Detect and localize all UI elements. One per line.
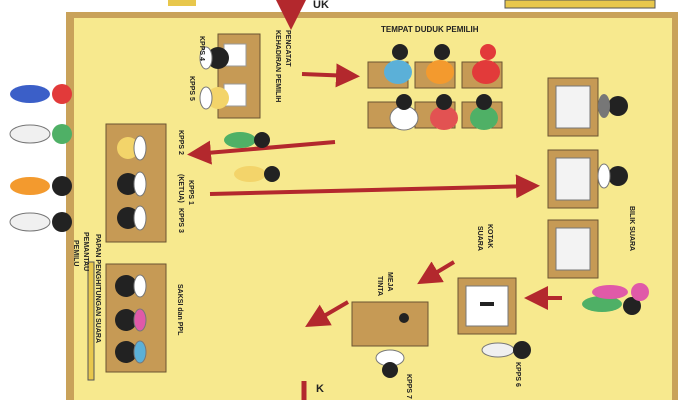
voter-seating-label: TEMPAT DUDUK PEMILIH	[381, 25, 479, 34]
kpps3-label: KPPS 3	[177, 208, 184, 233]
voting-booth-label: BILIK SUARA	[628, 206, 635, 252]
kpps2-label: KPPS 2	[177, 130, 184, 155]
arrow-to-booth	[209, 174, 540, 199]
observers-label-1: PEMANTAU	[82, 232, 89, 272]
attendance-recorder-label-1: PENCATAT	[284, 30, 291, 67]
kpps5-label: KPPS 5	[188, 76, 195, 101]
exit-label: K	[316, 383, 324, 395]
arrow-to-kpps1	[187, 140, 336, 165]
kpps1-chair-label: (KETUA)	[177, 174, 184, 203]
voting-booths	[547, 77, 628, 279]
arrow-to-ink-table	[417, 260, 456, 285]
attendance-recorder-label-2: KEHADIRAN PEMILIH	[274, 30, 281, 103]
kpps-registration-table	[105, 123, 167, 243]
ink-table-label-1: MEJA	[386, 272, 393, 292]
kpps6-label: KPPS 6	[514, 362, 521, 387]
seated-voters	[384, 44, 500, 131]
entrance-label: UK	[313, 0, 329, 11]
kpps4-label: KPPS 4	[198, 36, 205, 61]
queued-voters-kpps	[224, 132, 280, 182]
voter-at-booth-queue	[582, 283, 649, 315]
tally-board	[87, 261, 95, 381]
witness-table	[105, 263, 167, 373]
ballot-box-label-2: SUARA	[476, 226, 483, 251]
kpps7-label: KPPS 7	[405, 374, 412, 399]
witnesses-label: SAKSI dan PPL	[176, 284, 183, 336]
ink-table	[351, 301, 429, 378]
ballot-box	[457, 277, 517, 335]
tally-board-label: PAPAN PENGHITUNGAN SUARA	[94, 234, 101, 344]
arrow-to-seating	[301, 63, 360, 88]
election-observers	[9, 84, 72, 232]
observers-label-2: PEMILU	[72, 240, 79, 267]
ballot-box-label-1: KOTAK	[486, 224, 493, 249]
kpps1-label: KPPS 1	[187, 180, 194, 205]
arrow-to-exit-path	[305, 300, 350, 328]
ink-table-label-2: TINTA	[376, 276, 383, 297]
top-right-wall-panel	[504, 0, 656, 9]
attendance-table	[199, 33, 261, 119]
kpps6-officer	[481, 341, 531, 359]
top-left-wall-panel	[168, 0, 196, 6]
